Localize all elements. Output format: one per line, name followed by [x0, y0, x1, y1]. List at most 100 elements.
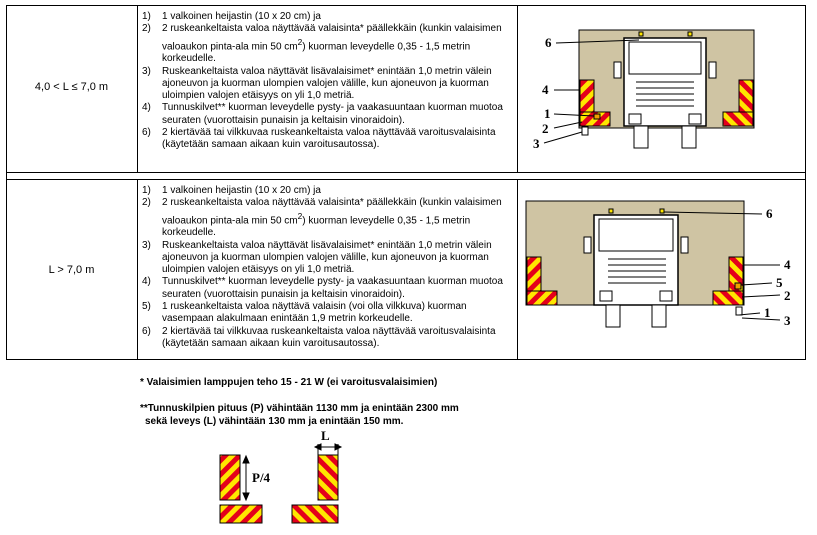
sign-label-p4: P/4 [252, 470, 271, 485]
item-number: 2) [142, 23, 151, 35]
marker-sign-horizontal [712, 290, 744, 306]
column-divider [137, 179, 138, 360]
requirement-item: 6) 2 kiertävää tai vilkkuvaa ruskeankelta… [139, 326, 515, 351]
row-dimension: 4,0 < L ≤ 7,0 m [34, 81, 109, 93]
headlight [688, 113, 702, 125]
requirement-item: 3) Ruskeankeltaista valoa näyttävät lisäv… [139, 240, 515, 277]
requirement-item: 1) 1 valkoinen heijastin (10 x 20 cm) ja [139, 185, 515, 197]
headlight [628, 113, 642, 125]
sign-horizontal-right [291, 504, 339, 524]
warning-lamp [659, 208, 665, 214]
requirement-item: 2) 2 ruskeankeltaista valoa näyttävää val… [139, 23, 515, 65]
warning-lamp [608, 208, 614, 214]
sign-vertical-right [317, 454, 339, 501]
warning-lamp [687, 31, 693, 37]
mirror [708, 61, 717, 79]
windscreen [628, 41, 702, 75]
mirror [680, 236, 689, 254]
callout-label: 6 [545, 35, 552, 50]
marker-sign-vertical [579, 79, 595, 113]
item-text: 1 valkoinen heijastin (10 x 20 cm) ja [162, 185, 321, 196]
sign-vertical-left [219, 454, 241, 501]
item-text: 2 kiertävää tai vilkkuvaa ruskeankeltais… [162, 127, 496, 151]
callout-label: 2 [542, 121, 549, 136]
sign-label-l: L [321, 428, 330, 443]
vehicle-diagram-long-load: 6 4 5 2 1 3 [525, 200, 791, 328]
headlight [659, 290, 673, 302]
requirement-item: 2)2 ruskeankeltaista valoa näyttävää val… [139, 197, 515, 239]
item-number: 1) [142, 11, 151, 22]
item-text: 1 ruskeankeltaista valoa näyttävä valais… [162, 301, 467, 325]
item-text: 2 ruskeankeltaista valoa näyttävää valai… [162, 197, 502, 239]
sign-dimensions-note-line1: **Tunnuskilpien pituus (P) vähintään 113… [140, 403, 459, 414]
item-number: 6) [142, 325, 151, 337]
callout-label: 2 [784, 288, 791, 303]
amber-lamp [593, 113, 601, 120]
headlight [599, 290, 613, 302]
truck-grille [608, 258, 666, 284]
callout-lines [543, 39, 640, 144]
warning-lamp [638, 31, 644, 37]
item-number: 1) [142, 185, 151, 196]
callout-label: 1 [764, 305, 771, 320]
callout-label: 3 [533, 136, 540, 151]
truck-grille [636, 81, 694, 107]
item-number: 4) [142, 102, 151, 114]
item-number: 4) [142, 276, 151, 288]
item-text: 2 kiertävää tai vilkkuvaa ruskeankeltais… [162, 325, 496, 349]
requirement-item: 4) Tunnuskilvet** kuorman leveydelle pyst… [139, 102, 515, 127]
vehicle-diagram-medium-load: 6 4 1 2 3 [533, 29, 755, 151]
callout-lines [663, 211, 781, 321]
item-number: 3) [142, 65, 151, 77]
requirements-table: 4,0 < L ≤ 7,0 m 1) 1 valkoinen heijastin … [6, 5, 806, 360]
wheel [681, 125, 697, 149]
column-divider [517, 5, 518, 173]
requirement-item: 4) Tunnuskilvet** kuorman leveydelle pyst… [139, 276, 515, 301]
marker-sign-vertical [526, 256, 542, 292]
sign-horizontal-left [219, 504, 263, 524]
requirement-item: 3) Ruskeankeltaista valoa näyttävät lisäv… [139, 66, 515, 103]
marker-sign-horizontal [526, 290, 558, 306]
item-number: 5) [142, 301, 151, 312]
table-border-left [6, 5, 7, 360]
wheel [651, 304, 667, 328]
item-text: Tunnuskilvet** kuorman leveydelle pysty-… [162, 276, 503, 300]
wheel [633, 125, 649, 149]
item-text: Tunnuskilvet** kuorman leveydelle pysty-… [162, 102, 503, 126]
column-divider [137, 5, 138, 173]
item-number: 6) [142, 127, 151, 138]
callout-label: 6 [766, 206, 773, 221]
callout-label: 1 [544, 106, 551, 121]
wheel [605, 304, 621, 328]
marker-sign-vertical [738, 79, 754, 113]
mirror [613, 61, 622, 79]
item-text: 1 valkoinen heijastin (10 x 20 cm) ja [162, 11, 321, 22]
mirror [583, 236, 592, 254]
callout-label: 4 [542, 82, 549, 97]
amber-lamp [734, 282, 742, 290]
table-border-right [805, 5, 806, 360]
requirement-item: 5) 1 ruskeankeltaista valoa näyttävä vala… [139, 301, 515, 326]
dimension-arrows [242, 443, 343, 502]
item-text: Ruskeankeltaista valoa näyttävät lisäval… [162, 65, 492, 102]
table-border-bottom [6, 359, 806, 360]
marker-sign-sketch: P/4 L [219, 428, 343, 524]
requirement-item: 6) 2 kiertävää tai vilkkuvaa ruskeankelta… [139, 127, 515, 152]
row-divider [6, 179, 806, 180]
windscreen [598, 218, 674, 252]
item-text: 2 ruskeankeltaista valoa näyttävää valai… [162, 23, 502, 65]
white-reflector [581, 126, 589, 136]
sign-dimensions-note-line2: sekä leveys (L) vähintään 130 mm ja enin… [145, 416, 404, 427]
column-divider [517, 179, 518, 360]
lamp-power-note: * Valaisimien lamppujen teho 15 - 21 W (… [140, 377, 438, 388]
callout-label: 4 [784, 257, 791, 272]
table-border-top [6, 5, 806, 6]
white-reflector [735, 306, 743, 316]
item-number: 3) [142, 239, 151, 251]
marker-sign-horizontal [722, 111, 754, 127]
callout-label: 5 [776, 275, 783, 290]
row-dimension: L > 7,0 m [48, 264, 95, 276]
item-text: Ruskeankeltaista valoa näyttävät lisäval… [162, 239, 492, 276]
